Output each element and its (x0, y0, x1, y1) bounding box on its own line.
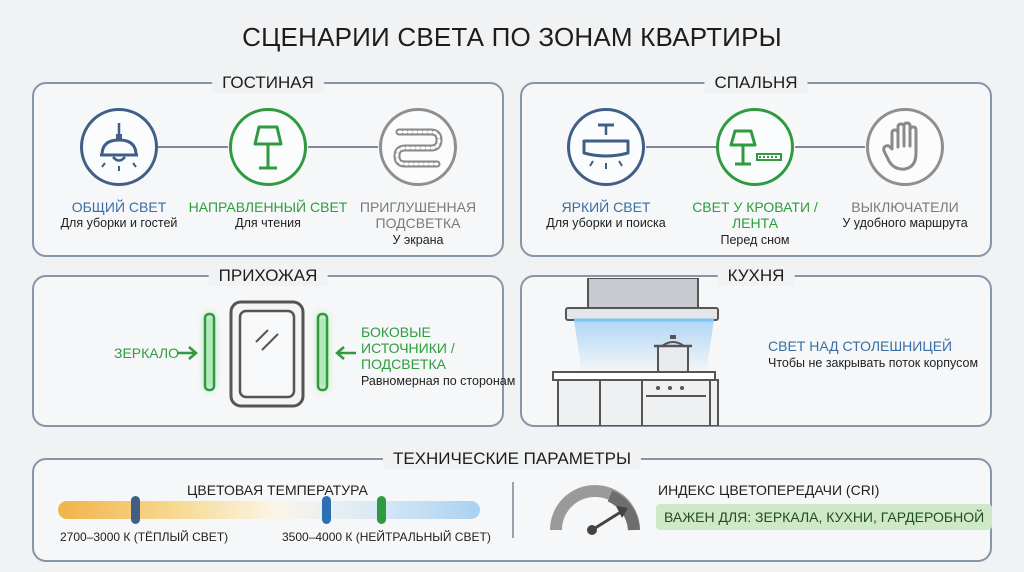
dimmed-backlight-circle (379, 108, 457, 186)
mirror-illustration (203, 300, 329, 408)
warm-marker (131, 496, 140, 524)
directional-light-title: НАПРАВЛЕННЫЙ СВЕТ (188, 199, 348, 215)
connector (795, 146, 865, 148)
cri-title: ИНДЕКС ЦВЕТОПЕРЕДАЧИ (CRI) (658, 482, 880, 498)
mirror-label: ЗЕРКАЛО (114, 345, 180, 361)
cri-importance-badge: ВАЖЕН ДЛЯ: ЗЕРКАЛА, КУХНИ, ГАРДЕРОБНОЙ (656, 504, 993, 530)
directional-light-subtitle: Для чтения (235, 216, 301, 230)
bedside-light-subtitle: Перед сном (720, 233, 790, 247)
ceiling-lamp-icon (582, 123, 630, 169)
color-temperature-gradient-bar (58, 501, 480, 519)
general-light-title: ОБЩИЙ СВЕТ (71, 199, 167, 215)
neutral-light-range: 3500–4000 К (НЕЙТРАЛЬНЫЙ СВЕТ) (282, 530, 491, 544)
hallway-label: ПРИХОЖАЯ (208, 266, 328, 286)
kitchen-label: КУХНЯ (717, 266, 795, 286)
bedside-lamp-icon (729, 129, 782, 166)
cri-marker (377, 496, 386, 524)
countertop-light-subtitle: Чтобы не закрывать поток корпусом (768, 356, 979, 370)
page-title: СЦЕНАРИИ СВЕТА ПО ЗОНАМ КВАРТИРЫ (242, 22, 782, 52)
connector (308, 146, 378, 148)
hand-switch-icon (882, 121, 918, 171)
connector (646, 146, 716, 148)
gauge-icon (550, 485, 640, 535)
color-temperature-title: ЦВЕТОВАЯ ТЕМПЕРАТУРА (187, 482, 368, 498)
bright-light-circle (567, 108, 645, 186)
kitchen-illustration (552, 278, 719, 426)
arrow-left-icon (335, 346, 356, 360)
dimmed-backlight-subtitle: У экрана (392, 233, 444, 247)
bedroom-label: СПАЛЬНЯ (704, 73, 808, 93)
dimmed-backlight-title-line1: ПРИГЛУШЕННАЯ (359, 199, 477, 215)
pendant-lamp-icon (100, 123, 138, 171)
directional-light-circle (229, 108, 307, 186)
bright-light-title: ЯРКИЙ СВЕТ (561, 199, 651, 215)
bedside-light-title-line2: ЛЕНТА (731, 215, 779, 231)
divider (512, 482, 514, 538)
bedside-light-title-line1: СВЕТ У КРОВАТИ / (692, 199, 818, 215)
side-sources-title-line1: БОКОВЫЕ (361, 324, 431, 340)
bright-light-subtitle: Для уборки и поиска (546, 216, 666, 230)
warm-light-range: 2700–3000 К (ТЁПЛЫЙ СВЕТ) (60, 530, 229, 544)
living-room-label: ГОСТИНАЯ (212, 73, 324, 93)
switches-subtitle: У удобного маршрута (842, 216, 968, 230)
general-light-circle (80, 108, 158, 186)
side-sources-title-line2: ИСТОЧНИКИ / (361, 340, 455, 356)
switches-title: ВЫКЛЮЧАТЕЛИ (851, 199, 959, 215)
general-light-subtitle: Для уборки и гостей (60, 216, 178, 230)
switches-circle (866, 108, 944, 186)
bedside-light-circle (716, 108, 794, 186)
tech-label: ТЕХНИЧЕСКИЕ ПАРАМЕТРЫ (382, 449, 642, 469)
side-sources-subtitle: Равномерная по сторонам (361, 374, 516, 388)
dimmed-backlight-title-line2: ПОДСВЕТКА (375, 215, 461, 231)
arrow-right-icon (177, 346, 198, 360)
countertop-light-title: СВЕТ НАД СТОЛЕШНИЦЕЙ (768, 338, 953, 354)
connector (158, 146, 228, 148)
side-sources-title-line3: ПОДСВЕТКА (361, 356, 446, 372)
neutral-marker (322, 496, 331, 524)
floor-lamp-icon (253, 125, 283, 170)
led-strip-icon (393, 128, 443, 168)
